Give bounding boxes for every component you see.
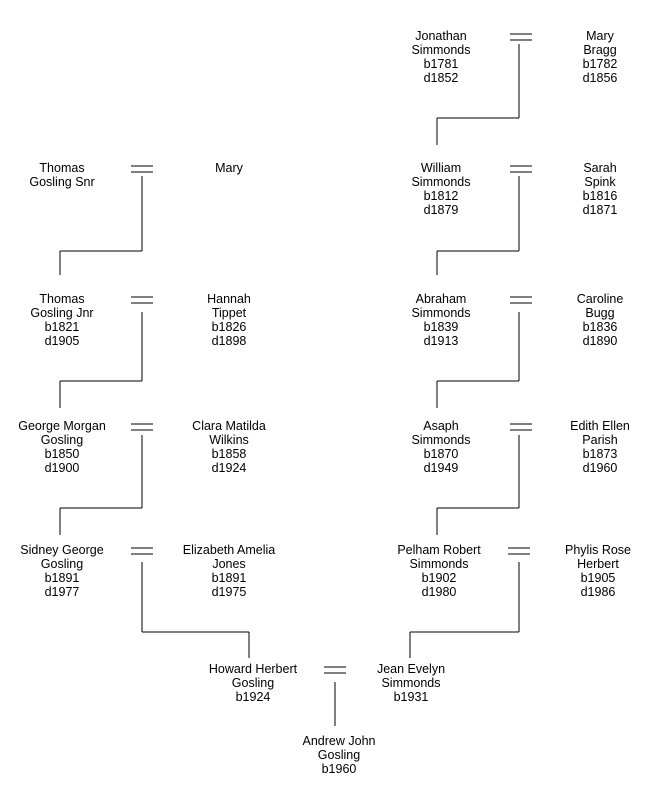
person-line: d1977 [44, 585, 80, 599]
person-line: Wilkins [209, 433, 249, 447]
person-line: Simmonds [381, 676, 441, 690]
person-line: b1960 [321, 762, 357, 776]
person-line: b1902 [421, 571, 457, 585]
person-line: d1980 [421, 585, 457, 599]
person-line: Bugg [585, 306, 615, 320]
person-line: b1839 [423, 320, 459, 334]
person-line: Hannah [207, 292, 251, 306]
person-mary: Mary [154, 161, 304, 175]
person-line: b1891 [211, 571, 247, 585]
person-line: b1931 [393, 690, 429, 704]
person-line: d1905 [44, 334, 80, 348]
person-line: Bragg [583, 43, 617, 57]
person-line: Jonathan [415, 29, 467, 43]
person-line: Gosling [40, 557, 84, 571]
person-line: b1816 [582, 189, 618, 203]
person-line: d1900 [44, 461, 80, 475]
person-line: Simmonds [411, 43, 471, 57]
person-line: b1905 [580, 571, 616, 585]
person-line: William [420, 161, 462, 175]
person-line: Phylis Rose [565, 543, 631, 557]
person-line: Jean Evelyn [376, 662, 446, 676]
person-line: Simmonds [411, 433, 471, 447]
person-line: d1949 [423, 461, 459, 475]
person-line: Clara Matilda [192, 419, 266, 433]
person-line: Simmonds [409, 557, 469, 571]
person-line: d1960 [582, 461, 618, 475]
person-line: Thomas [39, 292, 85, 306]
person-line: b1870 [423, 447, 459, 461]
person-line: Jones [212, 557, 246, 571]
person-line: Simmonds [411, 175, 471, 189]
person-line: Sidney George [20, 543, 104, 557]
person-line: d1898 [211, 334, 247, 348]
person-line: Pelham Robert [397, 543, 481, 557]
person-line: Herbert [577, 557, 619, 571]
person-line: Spink [584, 175, 616, 189]
person-line: b1891 [44, 571, 80, 585]
person-line: Asaph [423, 419, 459, 433]
person-line: Gosling Snr [29, 175, 95, 189]
person-line: Mary [215, 161, 243, 175]
person-line: Caroline [576, 292, 624, 306]
person-line: Edith Ellen [570, 419, 630, 433]
person-line: d1890 [582, 334, 618, 348]
person-line: d1986 [580, 585, 616, 599]
person-line: d1924 [211, 461, 247, 475]
person-line: b1836 [582, 320, 618, 334]
person-line: Abraham [415, 292, 467, 306]
person-line: b1826 [211, 320, 247, 334]
person-line: d1975 [211, 585, 247, 599]
person-line: b1850 [44, 447, 80, 461]
person-line: Sarah [583, 161, 617, 175]
person-line: Gosling [317, 748, 361, 762]
person-line: Andrew John [302, 734, 376, 748]
person-line: Elizabeth Amelia [182, 543, 276, 557]
person-line: d1852 [423, 71, 459, 85]
person-line: d1871 [582, 203, 618, 217]
person-line: Mary [586, 29, 614, 43]
person-line: Tippet [211, 306, 247, 320]
person-line: d1913 [423, 334, 459, 348]
person-line: Gosling Jnr [30, 306, 94, 320]
person-line: Parish [582, 433, 618, 447]
person-line: b1873 [582, 447, 618, 461]
person-line: b1781 [423, 57, 459, 71]
person-line: b1821 [44, 320, 80, 334]
person-line: d1856 [582, 71, 618, 85]
person-line: Gosling [231, 676, 275, 690]
person-line: b1858 [211, 447, 247, 461]
person-line: b1782 [582, 57, 618, 71]
person-line: b1924 [235, 690, 271, 704]
person-line: d1879 [423, 203, 459, 217]
person-line: Simmonds [411, 306, 471, 320]
person-line: Thomas [39, 161, 85, 175]
person-line: b1812 [423, 189, 459, 203]
person-line: Howard Herbert [208, 662, 298, 676]
person-line: Gosling [40, 433, 84, 447]
person-line: George Morgan [18, 419, 106, 433]
